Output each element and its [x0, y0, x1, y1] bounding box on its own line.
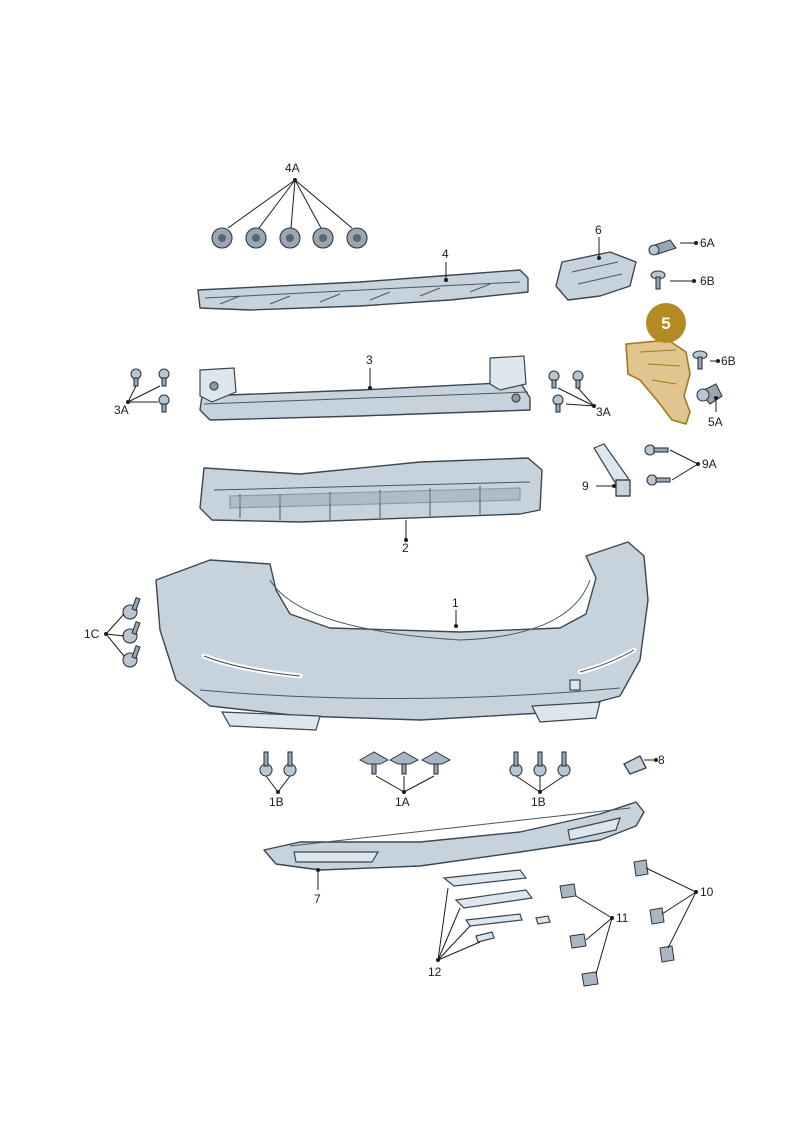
leader-1C — [104, 613, 125, 657]
leader-6A — [680, 241, 698, 245]
part-3A-screws-left — [130, 368, 170, 413]
leader-4 — [444, 262, 448, 282]
part-4-absorber-strip — [197, 269, 529, 311]
leader-2 — [404, 520, 408, 542]
leader-1A — [375, 775, 435, 794]
label-6B-2: 6B — [721, 354, 736, 368]
leader-9 — [596, 484, 616, 488]
leader-4A — [227, 178, 353, 229]
label-12: 12 — [428, 965, 442, 979]
label-5A: 5A — [708, 415, 723, 429]
part-10-clips — [633, 859, 675, 963]
part-1B-screws-right — [509, 751, 571, 777]
leader-11 — [575, 895, 614, 975]
label-10: 10 — [700, 885, 714, 899]
label-7: 7 — [314, 892, 321, 906]
label-6: 6 — [595, 223, 602, 237]
leader-3 — [368, 368, 372, 390]
label-9: 9 — [582, 479, 589, 493]
part-5A-clip — [696, 383, 723, 405]
part-3A-screws-right — [548, 370, 584, 413]
label-4A: 4A — [285, 161, 300, 175]
label-2: 2 — [402, 541, 409, 555]
label-3A-right: 3A — [596, 405, 611, 419]
label-1A: 1A — [395, 795, 410, 809]
leader-1B-left — [265, 775, 291, 794]
leader-1B-right — [515, 775, 565, 794]
label-1C: 1C — [84, 627, 100, 641]
leader-6B-2 — [710, 359, 720, 363]
part-9-guide — [593, 443, 631, 497]
label-3: 3 — [366, 353, 373, 367]
part-4A-nuts — [211, 227, 368, 249]
part-12-trim-strips — [442, 869, 551, 943]
leader-6B — [670, 279, 696, 283]
label-6A: 6A — [700, 236, 715, 250]
leader-5A — [714, 396, 718, 412]
part-6A-expanding-rivet — [648, 239, 677, 256]
label-1B-right: 1B — [531, 795, 546, 809]
part-1B-screws-left — [259, 751, 297, 777]
leader-9A — [669, 449, 700, 481]
label-3A-left: 3A — [114, 403, 129, 417]
label-6B: 6B — [700, 274, 715, 288]
leader-6 — [597, 237, 601, 260]
part-3-reinforcement-beam — [199, 355, 531, 421]
leader-1 — [454, 610, 458, 628]
part-1A-clips — [358, 751, 452, 775]
part-2-foam-absorber — [199, 457, 543, 523]
label-4: 4 — [442, 247, 449, 261]
part-5-highlighted-bracket — [625, 339, 691, 425]
leader-8 — [644, 758, 658, 762]
leader-3A-left — [126, 385, 161, 404]
leader-7 — [316, 868, 320, 890]
leader-12 — [436, 887, 481, 962]
label-1B-left: 1B — [269, 795, 284, 809]
part-9A-screws — [644, 444, 671, 486]
label-1: 1 — [452, 596, 459, 610]
part-6-bracket — [555, 251, 637, 301]
part-1-bumper-cover — [155, 541, 649, 731]
leader-3A-right — [557, 387, 596, 408]
part-8-cap — [623, 755, 647, 775]
leader-10 — [645, 867, 698, 949]
badge-5: 5 — [646, 303, 686, 343]
label-8: 8 — [658, 753, 665, 767]
label-9A: 9A — [702, 457, 717, 471]
badge-5-text: 5 — [661, 314, 670, 333]
part-6B-screw — [650, 270, 666, 290]
part-7-diffuser — [263, 801, 645, 871]
label-11: 11 — [616, 911, 629, 925]
part-6B-screw-2 — [692, 350, 708, 370]
part-1C-screws — [122, 596, 141, 668]
part-11-clips — [559, 883, 599, 987]
